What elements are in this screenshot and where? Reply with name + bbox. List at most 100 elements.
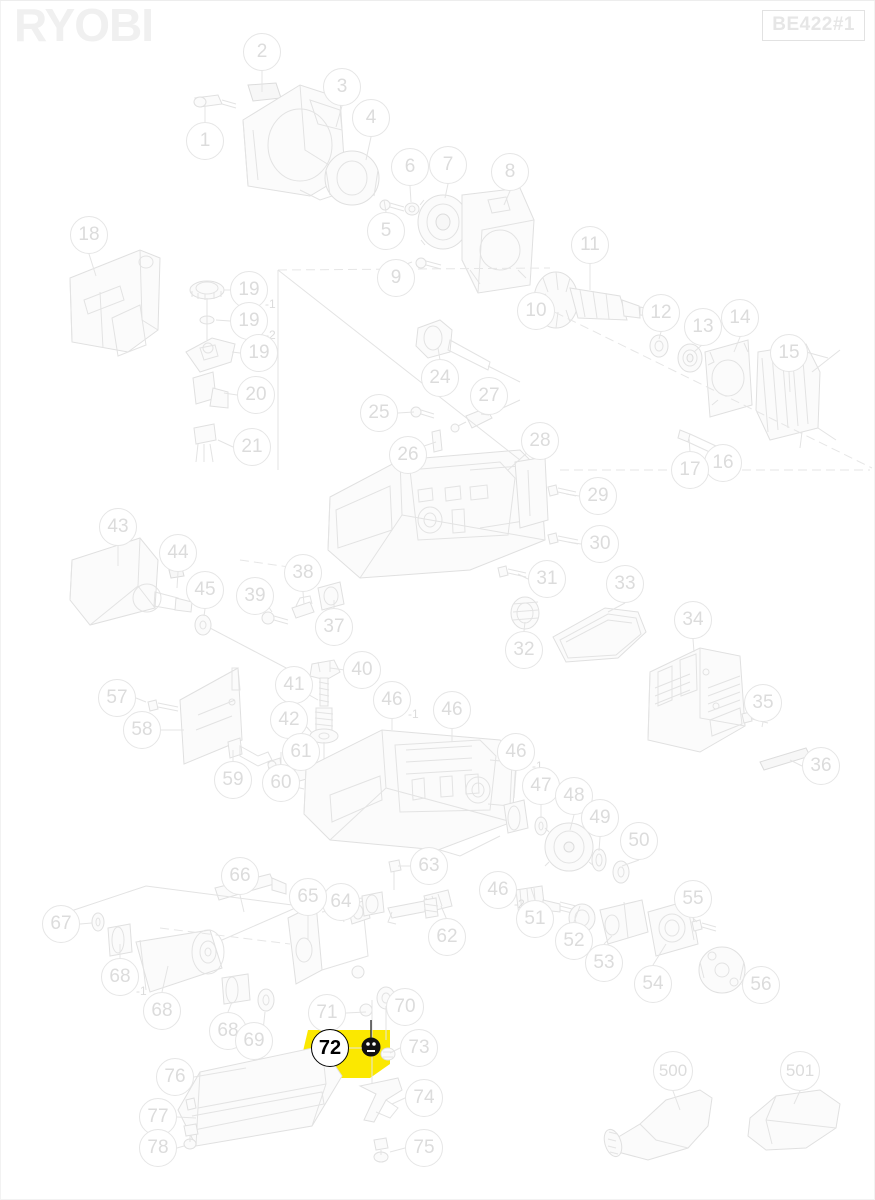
callout-78[interactable]: 78 xyxy=(139,1129,177,1167)
callout-16[interactable]: 16 xyxy=(704,444,742,482)
callout-55[interactable]: 55 xyxy=(674,880,712,918)
callout-30[interactable]: 30 xyxy=(581,525,619,563)
callout-12[interactable]: 12 xyxy=(642,294,680,332)
ryobi-logo: RYOBI xyxy=(14,0,154,51)
part-group-dust-bag xyxy=(603,1089,713,1161)
callout-suffix-46: -1 xyxy=(532,759,543,773)
callout-75[interactable]: 75 xyxy=(405,1129,443,1167)
callout-29[interactable]: 29 xyxy=(579,477,617,515)
callout-68[interactable]: 68 xyxy=(143,992,181,1030)
callout-39[interactable]: 39 xyxy=(236,577,274,615)
callout-53[interactable]: 53 xyxy=(585,944,623,982)
callout-40[interactable]: 40 xyxy=(343,651,381,689)
sheet-top-rule xyxy=(0,0,875,1)
callout-67[interactable]: 67 xyxy=(42,905,80,943)
callout-14[interactable]: 14 xyxy=(721,299,759,337)
callout-46-2[interactable]: 46 xyxy=(479,871,517,909)
callout-64[interactable]: 64 xyxy=(322,883,360,921)
callout-suffix-68: -1 xyxy=(136,984,147,998)
callout-9[interactable]: 9 xyxy=(377,259,415,297)
callout-33[interactable]: 33 xyxy=(606,565,644,603)
callout-500[interactable]: 500 xyxy=(653,1051,693,1091)
callout-42[interactable]: 42 xyxy=(270,701,308,739)
callout-2[interactable]: 2 xyxy=(243,33,281,71)
callout-63[interactable]: 63 xyxy=(410,847,448,885)
part-group-knob-spring xyxy=(309,659,341,760)
highlighted-part-72 xyxy=(361,1020,381,1057)
callout-66[interactable]: 66 xyxy=(221,857,259,895)
callout-68-1[interactable]: 68 xyxy=(101,958,139,996)
callout-76[interactable]: 76 xyxy=(156,1058,194,1096)
part-group-bottom-clip xyxy=(358,859,439,1163)
callout-70[interactable]: 70 xyxy=(386,988,424,1026)
callout-60[interactable]: 60 xyxy=(262,764,300,802)
part-group-front-housing xyxy=(193,82,380,206)
callout-24[interactable]: 24 xyxy=(421,359,459,397)
part-group-belt-pulley xyxy=(510,596,811,771)
part-group-fan-housing xyxy=(379,187,535,294)
callout-69[interactable]: 69 xyxy=(235,1022,273,1060)
part-group-main-body xyxy=(327,449,579,579)
part-group-platen-body xyxy=(303,729,517,857)
callout-36[interactable]: 36 xyxy=(802,747,840,785)
callout-51[interactable]: 51 xyxy=(516,900,554,938)
callout-43[interactable]: 43 xyxy=(99,508,137,546)
callout-59[interactable]: 59 xyxy=(214,761,252,799)
callout-10[interactable]: 10 xyxy=(517,292,555,330)
callout-37[interactable]: 37 xyxy=(315,608,353,646)
callout-50[interactable]: 50 xyxy=(620,822,658,860)
part-group-handle-switch xyxy=(69,249,236,463)
callout-21[interactable]: 21 xyxy=(233,428,271,466)
callout-41[interactable]: 41 xyxy=(275,666,313,704)
callout-45[interactable]: 45 xyxy=(186,571,224,609)
model-code-badge: BE422#1 xyxy=(762,10,865,41)
callout-8[interactable]: 8 xyxy=(491,153,529,191)
callout-74[interactable]: 74 xyxy=(405,1079,443,1117)
callout-34[interactable]: 34 xyxy=(674,601,712,639)
callout-35[interactable]: 35 xyxy=(744,684,782,722)
callout-17[interactable]: 17 xyxy=(671,451,709,489)
callout-44[interactable]: 44 xyxy=(159,534,197,572)
callout-56[interactable]: 56 xyxy=(742,966,780,1004)
callout-suffix-19: -1 xyxy=(265,297,276,311)
callout-31[interactable]: 31 xyxy=(528,560,566,598)
callout-5[interactable]: 5 xyxy=(367,212,405,250)
callout-28[interactable]: 28 xyxy=(521,422,559,460)
callout-65[interactable]: 65 xyxy=(289,878,327,916)
callout-72[interactable]: 72 xyxy=(311,1029,349,1067)
callout-46[interactable]: 46 xyxy=(433,691,471,729)
callout-71[interactable]: 71 xyxy=(308,994,346,1032)
callout-13[interactable]: 13 xyxy=(684,308,722,346)
callout-32[interactable]: 32 xyxy=(505,631,543,669)
part-group-front-roller xyxy=(69,537,345,671)
callout-54[interactable]: 54 xyxy=(634,965,672,1003)
callout-58[interactable]: 58 xyxy=(123,711,161,749)
callout-4[interactable]: 4 xyxy=(352,99,390,137)
callout-57[interactable]: 57 xyxy=(98,679,136,717)
callout-38[interactable]: 38 xyxy=(284,554,322,592)
callout-62[interactable]: 62 xyxy=(428,918,466,956)
callout-46-1[interactable]: 46 xyxy=(373,681,411,719)
callout-46-1[interactable]: 46 xyxy=(497,733,535,771)
callout-49[interactable]: 49 xyxy=(581,799,619,837)
callout-15[interactable]: 15 xyxy=(770,334,808,372)
callout-20[interactable]: 20 xyxy=(237,376,275,414)
callout-25[interactable]: 25 xyxy=(360,394,398,432)
callout-26[interactable]: 26 xyxy=(389,436,427,474)
callout-1[interactable]: 1 xyxy=(186,122,224,160)
callout-11[interactable]: 11 xyxy=(571,226,609,264)
callout-7[interactable]: 7 xyxy=(429,146,467,184)
leader-lines xyxy=(79,71,803,1153)
callout-61[interactable]: 61 xyxy=(282,733,320,771)
callout-6[interactable]: 6 xyxy=(391,148,429,186)
part-group-rear-roller xyxy=(67,873,302,1012)
callout-19[interactable]: 19 xyxy=(240,334,278,372)
callout-suffix-19: -2 xyxy=(265,328,276,342)
callout-suffix-46: -2 xyxy=(514,897,525,911)
callout-501[interactable]: 501 xyxy=(780,1051,820,1091)
callout-3[interactable]: 3 xyxy=(323,68,361,106)
callout-73[interactable]: 73 xyxy=(400,1029,438,1067)
callout-27[interactable]: 27 xyxy=(470,377,508,415)
callout-18[interactable]: 18 xyxy=(70,216,108,254)
